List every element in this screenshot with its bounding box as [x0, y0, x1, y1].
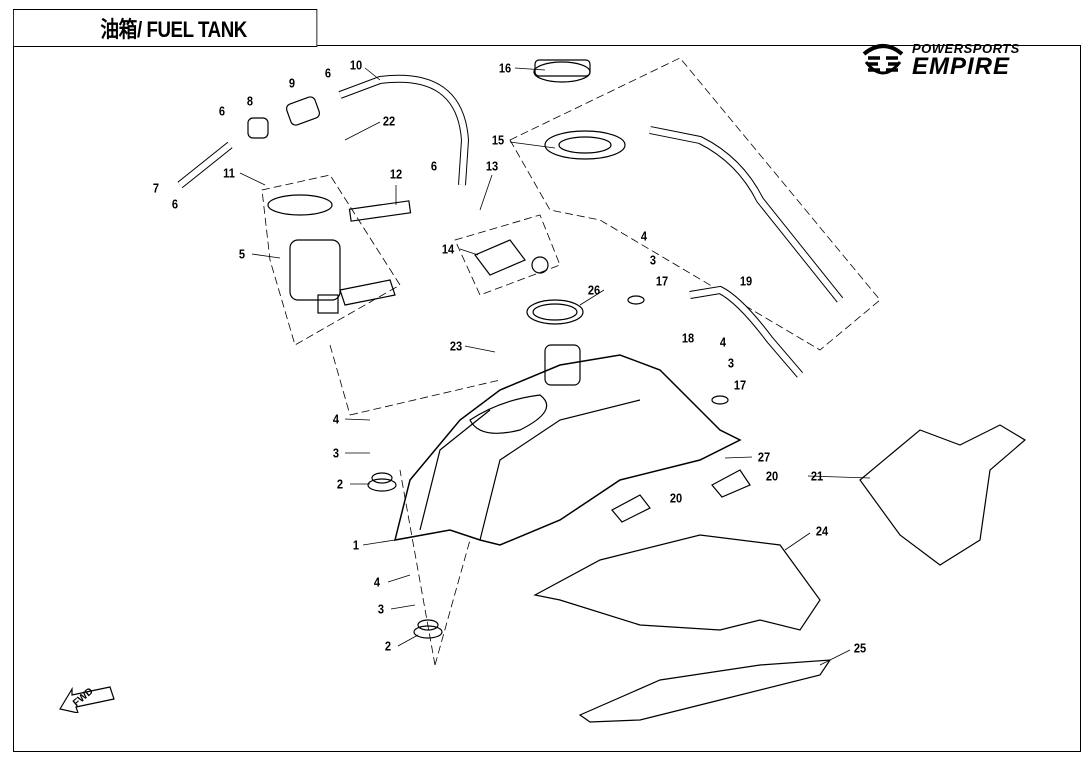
- powersports-empire-logo: POWERSPORTS EMPIRE: [860, 40, 1020, 80]
- callout-label: 3: [727, 355, 735, 371]
- callout-label: 3: [377, 601, 385, 617]
- callout-label: 4: [373, 574, 381, 590]
- callout-label: 11: [223, 165, 235, 181]
- callout-label: 6: [171, 196, 179, 212]
- callout-label: 4: [332, 411, 340, 427]
- empire-wings-icon: [862, 44, 904, 75]
- callout-label: 26: [587, 282, 601, 298]
- callout-label: 1: [352, 537, 360, 553]
- callout-label: 13: [485, 158, 499, 174]
- callout-label: 3: [649, 252, 657, 268]
- sender-group-box: [454, 214, 561, 296]
- callout-label: 18: [681, 330, 695, 346]
- callout-label: 9: [288, 75, 296, 91]
- callout-label: 25: [853, 640, 867, 656]
- callout-label: 6: [218, 103, 226, 119]
- callout-label: 12: [389, 166, 403, 182]
- callout-label: 19: [739, 273, 753, 289]
- forward-arrow-icon: [59, 686, 115, 713]
- callout-label: 23: [449, 338, 463, 354]
- callout-label: 16: [498, 60, 512, 76]
- callout-label: 21: [810, 468, 824, 484]
- callout-label: 5: [238, 246, 246, 262]
- fuel-pump-group-box: [261, 174, 401, 346]
- diagram-frame: [13, 45, 1081, 752]
- callout-label: 17: [655, 273, 669, 289]
- callout-label: 6: [324, 65, 332, 81]
- callout-label: 2: [336, 476, 344, 492]
- callout-label: 10: [349, 57, 363, 73]
- callout-label: 22: [382, 113, 396, 129]
- callout-label: 6: [430, 158, 438, 174]
- callout-label: 3: [332, 445, 340, 461]
- cap-hose-group-box: [509, 57, 881, 351]
- callout-label: 15: [491, 132, 505, 148]
- callout-label: 27: [757, 449, 771, 465]
- callout-label: 7: [152, 180, 160, 196]
- callout-label: 2: [384, 638, 392, 654]
- callout-label: 14: [441, 241, 455, 257]
- callout-label: 17: [733, 377, 747, 393]
- callout-label: 20: [765, 468, 779, 484]
- callout-label: 4: [719, 334, 727, 350]
- callout-label: 20: [669, 490, 683, 506]
- callout-label: 4: [640, 228, 648, 244]
- callout-label: 24: [815, 523, 829, 539]
- callout-label: 8: [246, 93, 254, 109]
- page-title: 油箱/ FUEL TANK: [13, 9, 318, 47]
